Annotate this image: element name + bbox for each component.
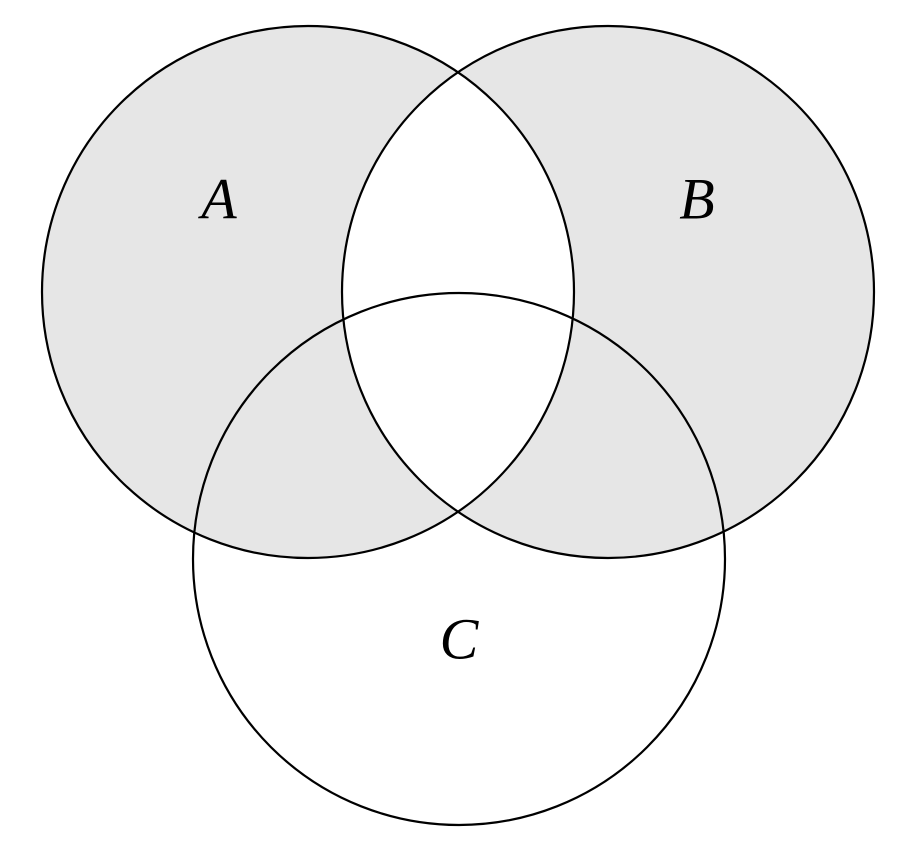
set-label-b: B [679,166,714,231]
set-circle-a [40,24,576,560]
set-label-a: A [197,166,237,231]
set-circle-c [191,291,727,827]
set-label-c: C [440,606,480,671]
set-circle-b [340,24,876,560]
